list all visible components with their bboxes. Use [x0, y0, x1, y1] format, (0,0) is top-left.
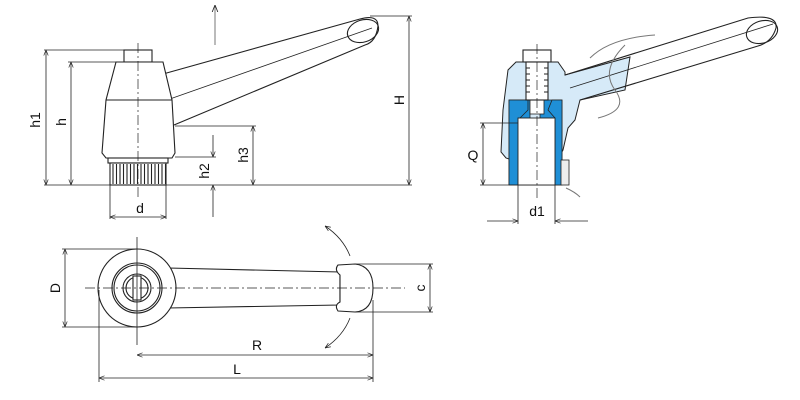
top-lever-end	[335, 263, 374, 313]
dim-c-label: c	[412, 285, 428, 292]
bore	[517, 117, 556, 186]
dim-d-label: d	[136, 200, 144, 216]
dim-D-label: D	[47, 283, 63, 293]
dim-H-label: H	[391, 95, 407, 105]
lever-end	[346, 18, 380, 44]
hub-body	[101, 61, 176, 159]
dim-L-label: L	[233, 361, 241, 377]
lever-arm	[162, 17, 379, 126]
section-lever-arm	[564, 16, 777, 101]
dim-d1-label: d1	[529, 203, 545, 219]
dim-Q-label: Q	[468, 147, 479, 163]
top-view: D c R L	[47, 226, 433, 382]
dim-h1-label: h1	[27, 112, 43, 128]
section-view: Q d1	[468, 16, 779, 224]
dim-h2-label: h2	[196, 163, 212, 179]
dim-h3-label: h3	[235, 147, 251, 163]
dim-h-label: h	[53, 118, 69, 126]
rotation-arrow-down	[325, 317, 351, 348]
dim-R-label: R	[252, 337, 262, 353]
rotation-arrow-up	[325, 226, 351, 257]
side-view: h1 h h2 h3 H d	[27, 5, 412, 219]
